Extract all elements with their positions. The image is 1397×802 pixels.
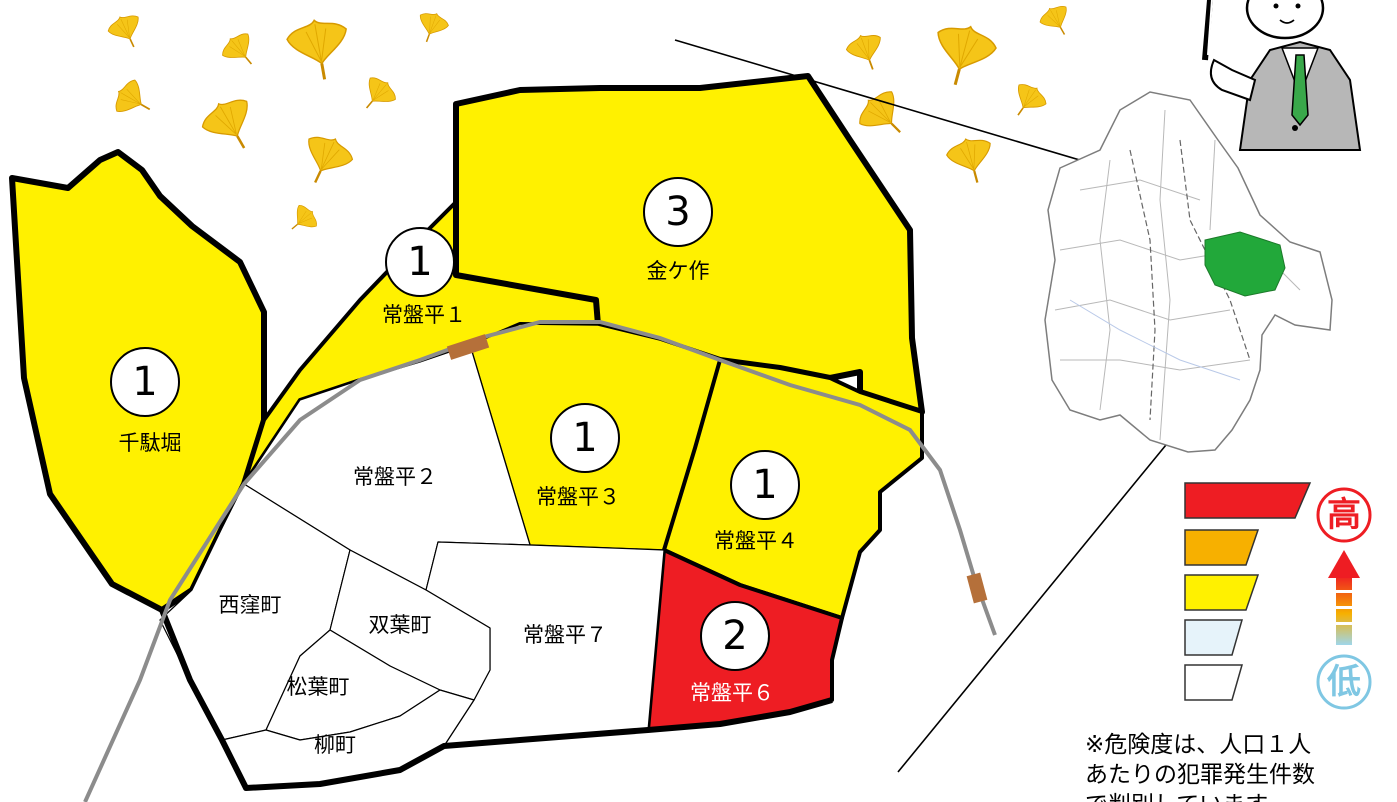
ginkgo-leaf-icon (104, 9, 150, 55)
count-marker-tokiwadaira-3: 1 (550, 403, 620, 473)
district-label: 常盤平２ (353, 465, 437, 489)
district-label: 西窪町 (219, 593, 282, 617)
ginkgo-leaf-icon (924, 17, 1002, 94)
legend-swatch-low (1184, 619, 1243, 656)
ginkgo-leaf-icon (353, 71, 402, 120)
district-label: 常盤平３ (536, 485, 620, 509)
note-line: で判別しています。 (1085, 792, 1289, 802)
district-label: 常盤平４ (714, 529, 798, 553)
legend-low-label: 低 (1327, 662, 1361, 702)
ginkgo-leaf-icon (216, 27, 265, 76)
ginkgo-leaf-icon (411, 7, 452, 48)
presenter-icon (1202, 0, 1362, 151)
ginkgo-leaf-icon (851, 83, 918, 150)
ginkgo-leaf-icon (195, 89, 268, 162)
legend-swatch-none (1184, 664, 1243, 701)
ginkgo-leaf-icon (842, 28, 891, 77)
district-label: 金ケ作 (647, 259, 710, 283)
legend-high-label: 高 (1327, 495, 1361, 535)
count-marker-sendabori: 1 (110, 347, 180, 417)
legend-swatch-high (1184, 482, 1312, 519)
station-icon (446, 334, 490, 360)
ginkgo-leaf-icon (282, 200, 322, 241)
count-marker-kanegasaku: 3 (643, 177, 713, 247)
inset-highlight-area (1204, 231, 1286, 297)
legend-swatch-upper-mid (1184, 529, 1260, 566)
note: ※危険度は、人口１人 あたりの犯罪発生件数 で判別しています。 (1085, 732, 1315, 802)
risk-legend: 高 低 (1184, 482, 1372, 710)
count-marker-tokiwadaira-4: 1 (730, 450, 800, 520)
note-line: ※危険度は、人口１人 (1085, 732, 1311, 758)
note-line: あたりの犯罪発生件数 (1085, 762, 1315, 788)
district-label: 双葉町 (369, 613, 432, 637)
district-label: 千駄堀 (119, 431, 182, 455)
ginkgo-leaf-icon (283, 13, 356, 87)
ginkgo-leaf-icon (942, 132, 1001, 190)
railway-line (83, 320, 997, 802)
count-value: 1 (132, 359, 157, 405)
district-label: 松葉町 (287, 675, 350, 699)
inset-city-map (1044, 91, 1333, 453)
station-icon (966, 572, 988, 604)
count-value: 1 (407, 239, 432, 285)
ginkgo-leaf-icon (1035, 0, 1079, 43)
count-marker-tokiwadaira-1: 1 (385, 227, 455, 297)
count-value: 1 (752, 462, 777, 508)
count-value: 2 (722, 613, 747, 659)
district-label: 柳町 (314, 733, 356, 757)
ginkgo-leaf-icon (108, 74, 160, 126)
district-label: 常盤平７ (523, 623, 607, 647)
legend-high-badge (1316, 487, 1372, 543)
legend-low-badge (1316, 654, 1372, 710)
ginkgo-leaf-icon (292, 127, 359, 194)
ginkgo-leaf-icon (1003, 77, 1052, 126)
count-value: 1 (572, 415, 597, 461)
city-outline (1044, 91, 1333, 453)
arrow-up-icon (1336, 575, 1352, 645)
count-value: 3 (665, 189, 690, 235)
district-label: 常盤平１ (382, 303, 466, 327)
count-marker-tokiwadaira-6: 2 (700, 601, 770, 671)
district-labels: 千駄堀 常盤平１ 金ケ作 常盤平３ 常盤平４ 常盤平６ 常盤平２ 常盤平７ 西窪… (119, 259, 799, 757)
district-label: 常盤平６ (690, 681, 774, 705)
legend-swatch-mid (1184, 574, 1260, 611)
count-markers: 1 1 3 1 1 2 (110, 177, 800, 671)
outer-border-south (159, 608, 833, 791)
